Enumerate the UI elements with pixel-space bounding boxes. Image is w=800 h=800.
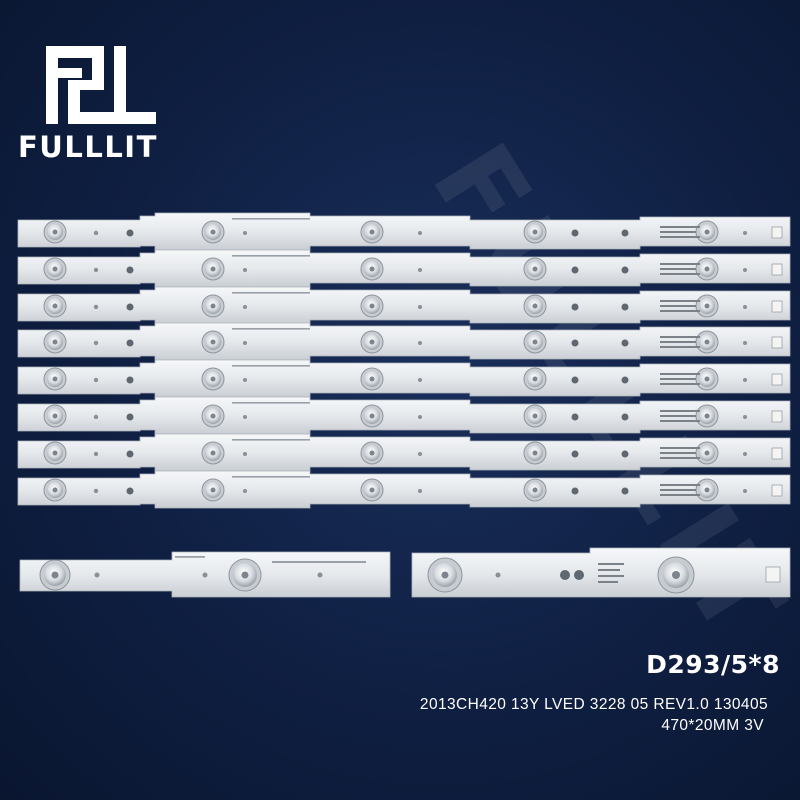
strip-spec: 470*20MM 3V: [661, 717, 764, 734]
led-strip-closeup-left: [19, 551, 391, 598]
led-strip: [17, 249, 791, 288]
led-strip: [17, 396, 791, 435]
part-number: 2013CH420 13Y LVED 3228 05 REV1.0 130405: [419, 696, 768, 713]
brand-logo: FULLLIT: [18, 42, 198, 172]
led-strip-closeup-right: [411, 547, 791, 598]
led-strip: [17, 470, 791, 509]
led-strip: [17, 433, 791, 472]
led-strip: [17, 212, 791, 251]
model-code: D293/5*8: [646, 650, 780, 679]
led-strip: [17, 286, 791, 325]
fl-monogram-icon: [46, 46, 156, 124]
led-strip: [17, 322, 791, 361]
led-strip: [17, 359, 791, 398]
brand-name: FULLLIT: [18, 130, 158, 164]
